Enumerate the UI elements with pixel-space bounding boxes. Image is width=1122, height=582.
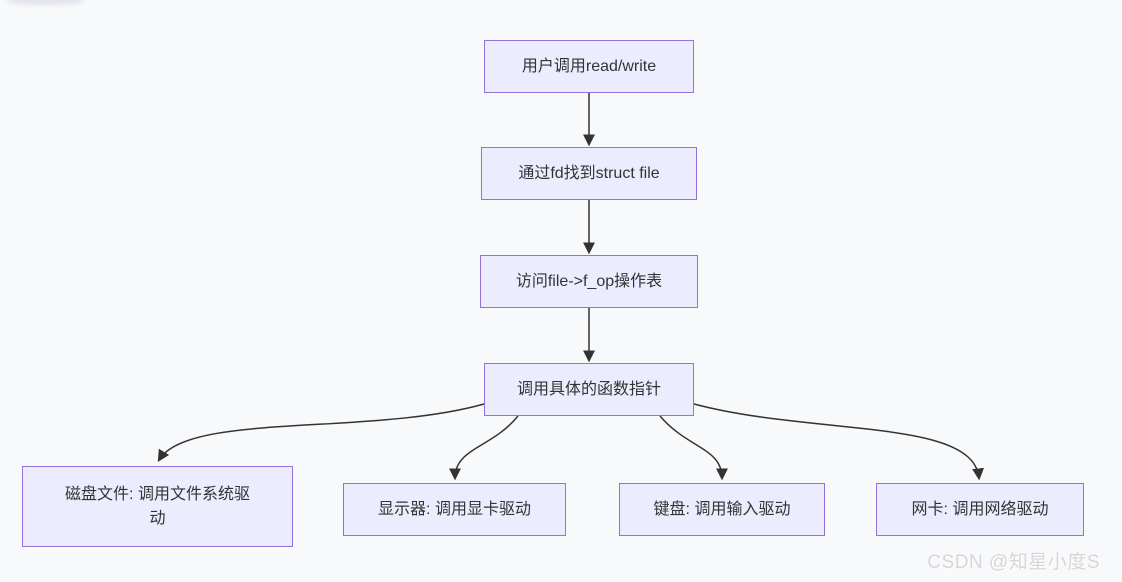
node-label-line-1: 磁盘文件: 调用文件系统驱 <box>65 485 250 503</box>
edge-d-to-e <box>157 403 485 463</box>
node-disk-file-driver: 磁盘文件: 调用文件系统驱 动 <box>22 466 293 547</box>
node-f-op-table: 访问file->f_op操作表 <box>480 255 698 308</box>
node-network-driver: 网卡: 调用网络驱动 <box>876 483 1084 536</box>
csdn-watermark: CSDN @知星小度S <box>927 552 1100 573</box>
node-label: 调用具体的函数指针 <box>516 380 661 398</box>
edge-d-to-g <box>659 415 728 481</box>
node-display-driver: 显示器: 调用显卡驱动 <box>343 483 566 536</box>
node-keyboard-driver: 键盘: 调用输入驱动 <box>619 483 825 536</box>
node-label: 通过fd找到struct file <box>518 164 660 182</box>
node-label: 访问file->f_op操作表 <box>515 272 663 290</box>
edge-d-to-f <box>449 415 519 481</box>
node-user-read-write: 用户调用read/write <box>484 40 694 93</box>
node-label: 键盘: 调用输入驱动 <box>653 500 791 518</box>
node-label: 用户调用read/write <box>521 57 657 75</box>
node-fd-struct-file: 通过fd找到struct file <box>481 147 697 200</box>
node-label-line-2: 动 <box>149 509 166 527</box>
node-function-pointer: 调用具体的函数指针 <box>484 363 694 416</box>
node-label: 显示器: 调用显卡驱动 <box>378 500 531 518</box>
top-left-artifact <box>6 0 84 5</box>
edge-d-to-h <box>693 403 984 481</box>
node-label: 网卡: 调用网络驱动 <box>911 500 1049 518</box>
